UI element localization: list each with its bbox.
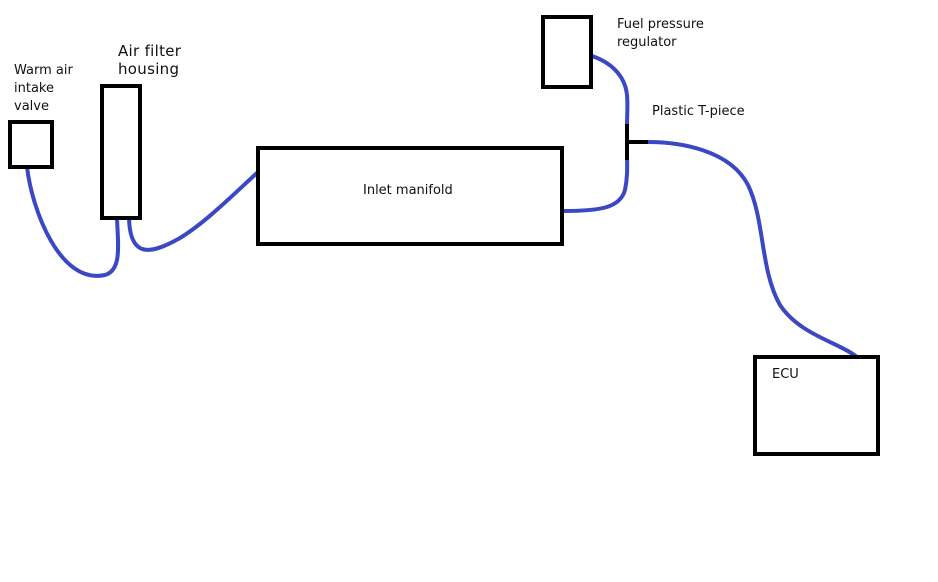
ecu-box <box>753 355 880 456</box>
air-filter-housing-label-line: Air filter <box>118 42 182 60</box>
inlet-manifold-label: Inlet manifold <box>363 183 453 198</box>
fuel-pressure-regulator-box <box>541 15 593 89</box>
warm-air-intake-valve-box <box>8 120 54 169</box>
warm-air-intake-valve-label-line: Warm air <box>14 63 73 78</box>
ecu-label: ECU <box>772 367 799 382</box>
fuel-pressure-regulator-label-line: regulator <box>617 35 677 50</box>
warm-air-intake-valve-label-line: intake <box>14 81 54 96</box>
hose-valve-to-air-filter <box>25 165 121 278</box>
air-filter-housing-label: Air filter housing <box>118 42 181 78</box>
t-piece-connector <box>625 124 648 160</box>
hose-manifold-to-t-piece <box>561 150 630 213</box>
warm-air-intake-valve-label: Warm air intake valve <box>14 62 73 116</box>
inlet-manifold-box <box>256 146 564 246</box>
hose-air-filter-to-manifold <box>127 170 260 252</box>
plastic-t-piece-label: Plastic T-piece <box>652 104 745 119</box>
hose-regulator-to-t-piece <box>590 54 630 127</box>
air-filter-housing-box <box>100 84 142 220</box>
warm-air-intake-valve-label-line: valve <box>14 99 49 114</box>
fuel-pressure-regulator-label-line: Fuel pressure <box>617 17 704 32</box>
air-filter-housing-label-line: housing <box>118 60 180 78</box>
fuel-pressure-regulator-label: Fuel pressure regulator <box>617 16 704 52</box>
hose-t-piece-to-ecu <box>646 140 859 359</box>
